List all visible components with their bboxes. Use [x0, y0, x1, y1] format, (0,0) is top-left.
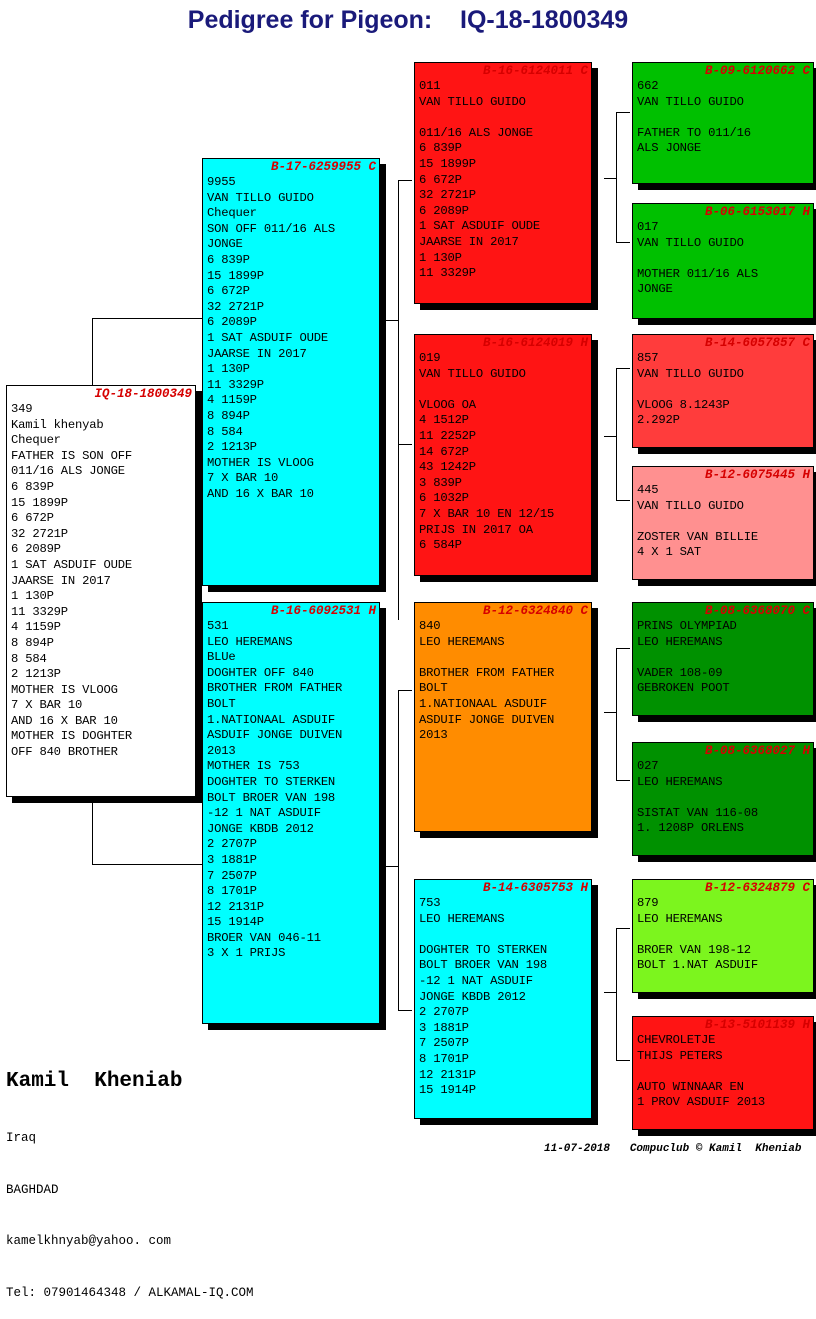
owner-email[interactable]: kamelkhnyab@yahoo. com	[6, 1234, 172, 1248]
pedigree-box-body: 753 LEO HEREMANS DOGHTER TO STERKEN BOLT…	[419, 896, 548, 1098]
connector-line	[92, 864, 202, 865]
connector-line	[616, 242, 630, 243]
pedigree-box-header: B-12-6075445 H	[704, 468, 810, 482]
page-title: Pedigree for Pigeon: IQ-18-1800349	[187, 6, 629, 34]
connector-line	[616, 648, 630, 649]
pedigree-box-gen4-6[interactable]: B-08-6368027 H 027 LEO HEREMANS SISTAT V…	[632, 742, 814, 856]
pedigree-box-body: 027 LEO HEREMANS SISTAT VAN 116-08 1. 12…	[637, 759, 758, 836]
pedigree-box-gen3-2[interactable]: B-16-6124019 H 019 VAN TILLO GUIDO VLOOG…	[414, 334, 592, 576]
owner-tel: Tel: 07901464348 / ALKAMAL-IQ.COM	[6, 1285, 254, 1300]
pedigree-box-header: B-09-6120662 C	[704, 64, 810, 78]
pedigree-box-body: 349 Kamil khenyab Chequer FATHER IS SON …	[11, 402, 132, 760]
pedigree-box-header: B-12-6324840 C	[482, 604, 588, 618]
connector-line	[604, 992, 616, 993]
pedigree-box-gen3-3[interactable]: B-12-6324840 C 840 LEO HEREMANS BROTHER …	[414, 602, 592, 832]
pedigree-box-gen4-3[interactable]: B-14-6057857 C 857 VAN TILLO GUIDO VLOOG…	[632, 334, 814, 448]
pedigree-box-header: B-08-6368070 C	[704, 604, 810, 618]
pedigree-box-body: 840 LEO HEREMANS BROTHER FROM FATHER BOL…	[419, 619, 555, 743]
connector-line	[616, 368, 617, 500]
connector-line	[398, 180, 412, 181]
pedigree-box-gen4-1[interactable]: B-09-6120662 C 662 VAN TILLO GUIDO FATHE…	[632, 62, 814, 184]
pedigree-box-body: 9955 VAN TILLO GUIDO Chequer SON OFF 011…	[207, 175, 336, 501]
pedigree-box-header: B-14-6305753 H	[482, 881, 588, 895]
owner-name: Kamil Kheniab	[6, 1070, 183, 1093]
connector-line	[616, 112, 617, 242]
pedigree-box-header: B-16-6124011 C	[482, 64, 588, 78]
connector-line	[398, 690, 412, 691]
pedigree-box-header: B-12-6324879 C	[704, 881, 810, 895]
connector-line	[398, 444, 412, 445]
connector-line	[616, 928, 630, 929]
owner-block: Kamil Kheniab Iraq BAGHDAD kamelkhnyab@y…	[6, 1033, 254, 1319]
pedigree-box-body: 662 VAN TILLO GUIDO FATHER TO 011/16 ALS…	[637, 79, 751, 156]
pedigree-box-header: B-08-6368027 H	[704, 744, 810, 758]
pedigree-box-header: B-14-6057857 C	[704, 336, 810, 350]
connector-line	[616, 368, 630, 369]
connector-line	[616, 500, 630, 501]
connector-line	[386, 320, 398, 321]
pedigree-box-subject[interactable]: IQ-18-1800349 349 Kamil khenyab Chequer …	[6, 385, 196, 797]
connector-line	[616, 112, 630, 113]
pedigree-box-header: B-16-6092531 H	[270, 604, 376, 618]
pedigree-box-gen3-1[interactable]: B-16-6124011 C 011 VAN TILLO GUIDO 011/1…	[414, 62, 592, 304]
pedigree-box-header: B-17-6259955 C	[270, 160, 376, 174]
connector-line	[398, 690, 399, 1010]
pedigree-box-dam[interactable]: B-16-6092531 H 531 LEO HEREMANS BLUe DOG…	[202, 602, 380, 1024]
pedigree-box-body: 019 VAN TILLO GUIDO VLOOG OA 4 1512P 11 …	[419, 351, 555, 553]
connector-line	[604, 178, 616, 179]
pedigree-box-gen4-8[interactable]: B-13-5101139 H CHEVROLETJE THIJS PETERS …	[632, 1016, 814, 1130]
pedigree-box-header: IQ-18-1800349	[94, 387, 192, 401]
connector-line	[616, 648, 617, 780]
connector-line	[616, 1060, 630, 1061]
connector-line	[604, 436, 616, 437]
connector-line	[398, 180, 399, 620]
pedigree-box-body: 879 LEO HEREMANS BROER VAN 198-12 BOLT 1…	[637, 896, 758, 973]
connector-line	[398, 1010, 412, 1011]
pedigree-box-body: 011 VAN TILLO GUIDO 011/16 ALS JONGE 6 8…	[419, 79, 540, 281]
pedigree-box-body: PRINS OLYMPIAD LEO HEREMANS VADER 108-09…	[637, 619, 737, 696]
pedigree-box-body: CHEVROLETJE THIJS PETERS AUTO WINNAAR EN…	[637, 1033, 766, 1110]
credit-line: 11-07-2018 Compuclub © Kamil Kheniab	[544, 1143, 802, 1155]
owner-city: BAGHDAD	[6, 1182, 59, 1197]
pedigree-box-header: B-16-6124019 H	[482, 336, 588, 350]
connector-line	[616, 928, 617, 1060]
connector-line	[616, 780, 630, 781]
owner-country: Iraq	[6, 1131, 37, 1145]
pedigree-box-gen4-2[interactable]: B-06-6153017 H 017 VAN TILLO GUIDO MOTHE…	[632, 203, 814, 319]
pedigree-box-body: 531 LEO HEREMANS BLUe DOGHTER OFF 840 BR…	[207, 619, 343, 961]
connector-line	[386, 866, 398, 867]
pedigree-box-body: 017 VAN TILLO GUIDO MOTHER 011/16 ALS JO…	[637, 220, 758, 297]
pedigree-box-gen4-7[interactable]: B-12-6324879 C 879 LEO HEREMANS BROER VA…	[632, 879, 814, 993]
connector-line	[604, 712, 616, 713]
pedigree-box-header: B-06-6153017 H	[704, 205, 810, 219]
pedigree-box-gen4-5[interactable]: B-08-6368070 C PRINS OLYMPIAD LEO HEREMA…	[632, 602, 814, 716]
pedigree-box-body: 445 VAN TILLO GUIDO ZOSTER VAN BILLIE 4 …	[637, 483, 758, 560]
pedigree-box-gen4-4[interactable]: B-12-6075445 H 445 VAN TILLO GUIDO ZOSTE…	[632, 466, 814, 580]
pedigree-box-header: B-13-5101139 H	[704, 1018, 810, 1032]
pedigree-box-sire[interactable]: B-17-6259955 C 9955 VAN TILLO GUIDO Cheq…	[202, 158, 380, 586]
pedigree-box-gen3-4[interactable]: B-14-6305753 H 753 LEO HEREMANS DOGHTER …	[414, 879, 592, 1119]
pedigree-box-body: 857 VAN TILLO GUIDO VLOOG 8.1243P 2.292P	[637, 351, 744, 428]
connector-line	[92, 318, 202, 319]
